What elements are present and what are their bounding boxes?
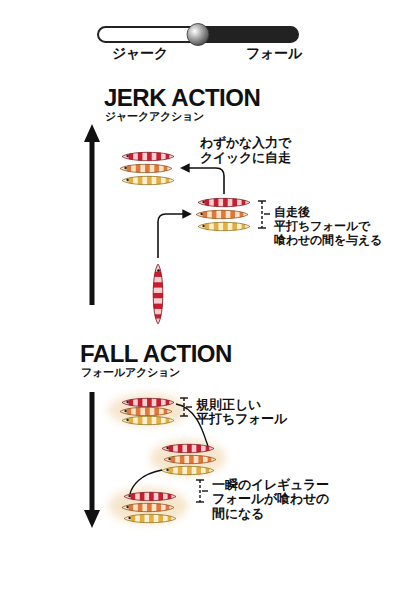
callout-note: 一瞬のイレギュラー フォールが喰わせの 間になる bbox=[212, 478, 330, 521]
pause-bracket bbox=[258, 201, 270, 228]
vertical-jig bbox=[151, 264, 166, 324]
slider-label: ジャーク bbox=[112, 45, 168, 61]
fall-jigs-3 bbox=[122, 490, 176, 525]
callout-note: 自走後 平打ちフォールで 喰わせの間を与える bbox=[274, 206, 387, 247]
section-heading: JERK ACTION bbox=[104, 84, 260, 112]
fall-direction-arrow bbox=[84, 392, 100, 528]
jerk-top-jigs bbox=[120, 150, 174, 187]
slider-label: フォール bbox=[246, 45, 302, 61]
callout-note: 規則正しい 平打ちフォール bbox=[196, 398, 291, 427]
jerk-fall-slider bbox=[98, 24, 298, 46]
jerk-direction-arrow bbox=[84, 124, 100, 305]
fall-jigs-1 bbox=[120, 396, 174, 427]
fall-jigs-2 bbox=[162, 442, 216, 477]
jerk-motion-arrows bbox=[158, 168, 224, 258]
callout-note: わずかな入力で クイックに自走 bbox=[200, 136, 300, 166]
section-subheading: ジャークアクション bbox=[105, 111, 204, 124]
jerk-middle-jigs bbox=[196, 196, 250, 233]
section-subheading: フォールアクション bbox=[81, 367, 180, 380]
section-heading: FALL ACTION bbox=[80, 340, 232, 368]
